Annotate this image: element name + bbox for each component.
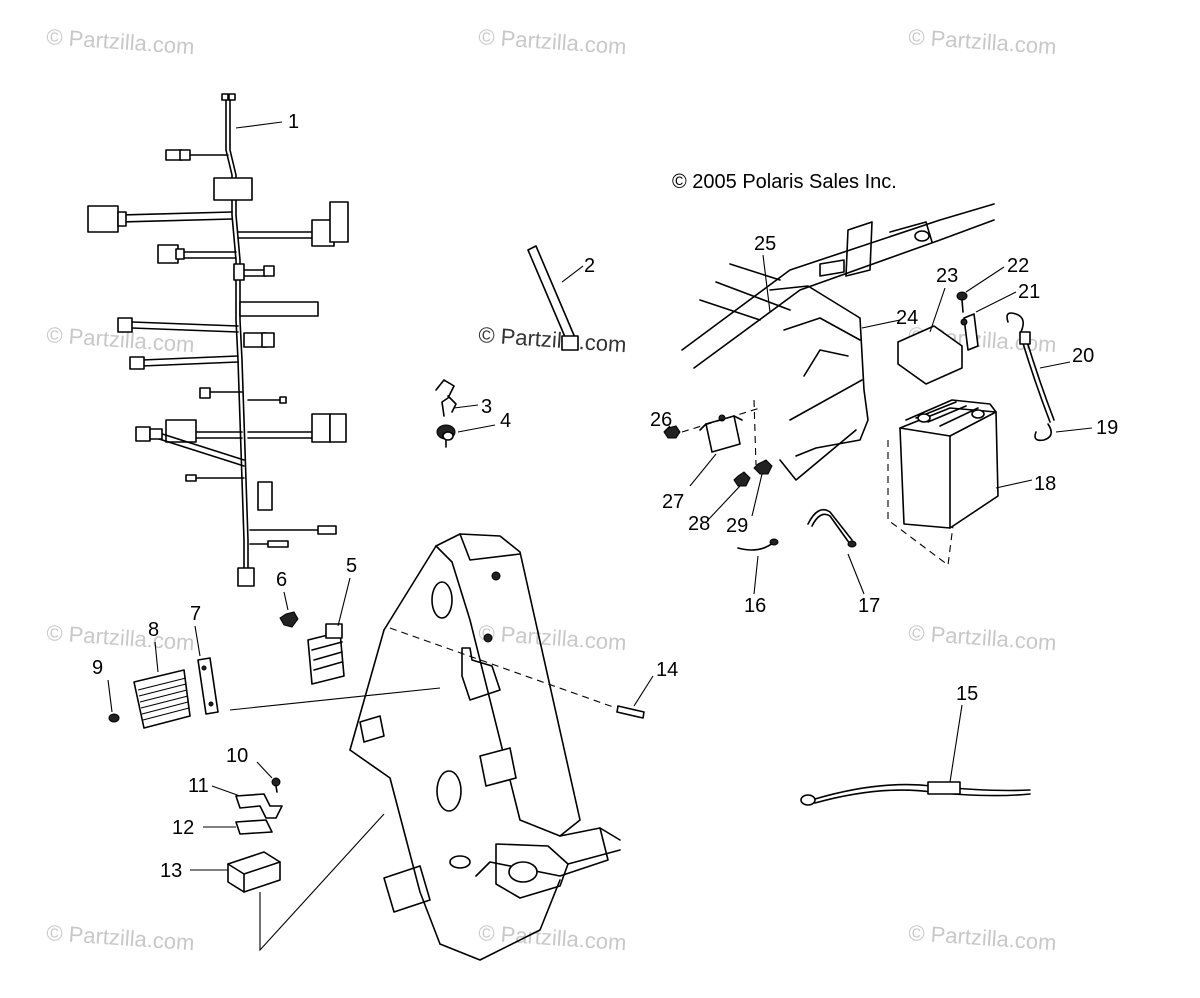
callout-4: 4 — [500, 410, 511, 432]
wiring-harness — [87, 93, 349, 587]
terminal-nut-28 — [707, 471, 751, 521]
ignition-coil — [307, 577, 351, 685]
nut — [279, 591, 299, 628]
watermark: © Partzilla.com — [478, 322, 628, 357]
callout-21: 21 — [1018, 281, 1040, 303]
mounting-pad — [203, 819, 273, 835]
ground-cable — [800, 704, 1031, 806]
grommet — [436, 424, 496, 448]
callout-6: 6 — [276, 569, 287, 591]
bolt — [256, 761, 281, 793]
watermark: © Partzilla.com — [46, 920, 196, 955]
callout-9: 9 — [92, 657, 103, 679]
cdi-box — [190, 813, 385, 952]
watermark: © Partzilla.com — [478, 24, 628, 59]
callout-18: 18 — [1034, 473, 1056, 495]
callout-28: 28 — [688, 513, 710, 535]
starter-solenoid — [681, 407, 761, 487]
voltage-regulator — [133, 641, 191, 729]
strap — [527, 245, 584, 351]
callout-13: 13 — [160, 860, 182, 882]
callout-2: 2 — [584, 255, 595, 277]
callout-14: 14 — [656, 659, 678, 681]
callout-20: 20 — [1072, 345, 1094, 367]
callout-11: 11 — [188, 775, 209, 797]
callout-24: 24 — [896, 307, 918, 329]
copyright-notice: © 2005 Polaris Sales Inc. — [672, 171, 897, 193]
callout-12: 12 — [172, 817, 194, 839]
callout-23: 23 — [936, 265, 958, 287]
callout-26: 26 — [650, 409, 672, 431]
flange-nut — [663, 425, 681, 439]
callout-22: 22 — [1007, 255, 1029, 277]
screw — [107, 679, 120, 723]
callout-15: 15 — [956, 683, 978, 705]
callout-27: 27 — [662, 491, 684, 513]
callout-17: 17 — [858, 595, 880, 617]
callout-25: 25 — [754, 233, 776, 255]
callout-8: 8 — [148, 619, 159, 641]
bracket — [211, 785, 283, 819]
battery — [899, 399, 1033, 529]
frame — [229, 533, 621, 961]
clip — [435, 379, 479, 417]
battery-bracket — [960, 291, 1017, 351]
battery-pad — [897, 287, 963, 385]
watermark: © Partzilla.com — [908, 920, 1058, 955]
callout-16: 16 — [744, 595, 766, 617]
callout-5: 5 — [346, 555, 357, 577]
callout-7: 7 — [190, 603, 201, 625]
callout-19: 19 — [1096, 417, 1118, 439]
callout-29: 29 — [726, 515, 748, 537]
long-bolt — [389, 627, 654, 719]
battery-screw — [956, 266, 1005, 313]
cable-terminal — [1034, 423, 1093, 442]
battery-lead — [807, 508, 865, 595]
spacer-plate — [194, 625, 219, 715]
battery-cable — [1006, 312, 1071, 423]
watermark: © Partzilla.com — [46, 24, 196, 59]
callout-1: 1 — [288, 111, 299, 133]
watermark: © Partzilla.com — [908, 620, 1058, 655]
battery-frame — [681, 203, 995, 567]
callout-10: 10 — [226, 745, 248, 767]
terminal-nut-29 — [751, 459, 773, 517]
watermark: © Partzilla.com — [908, 24, 1058, 59]
short-cable — [737, 538, 779, 595]
callout-3: 3 — [481, 396, 492, 418]
watermark: © Partzilla.com — [478, 620, 628, 655]
watermark: © Partzilla.com — [46, 620, 196, 655]
